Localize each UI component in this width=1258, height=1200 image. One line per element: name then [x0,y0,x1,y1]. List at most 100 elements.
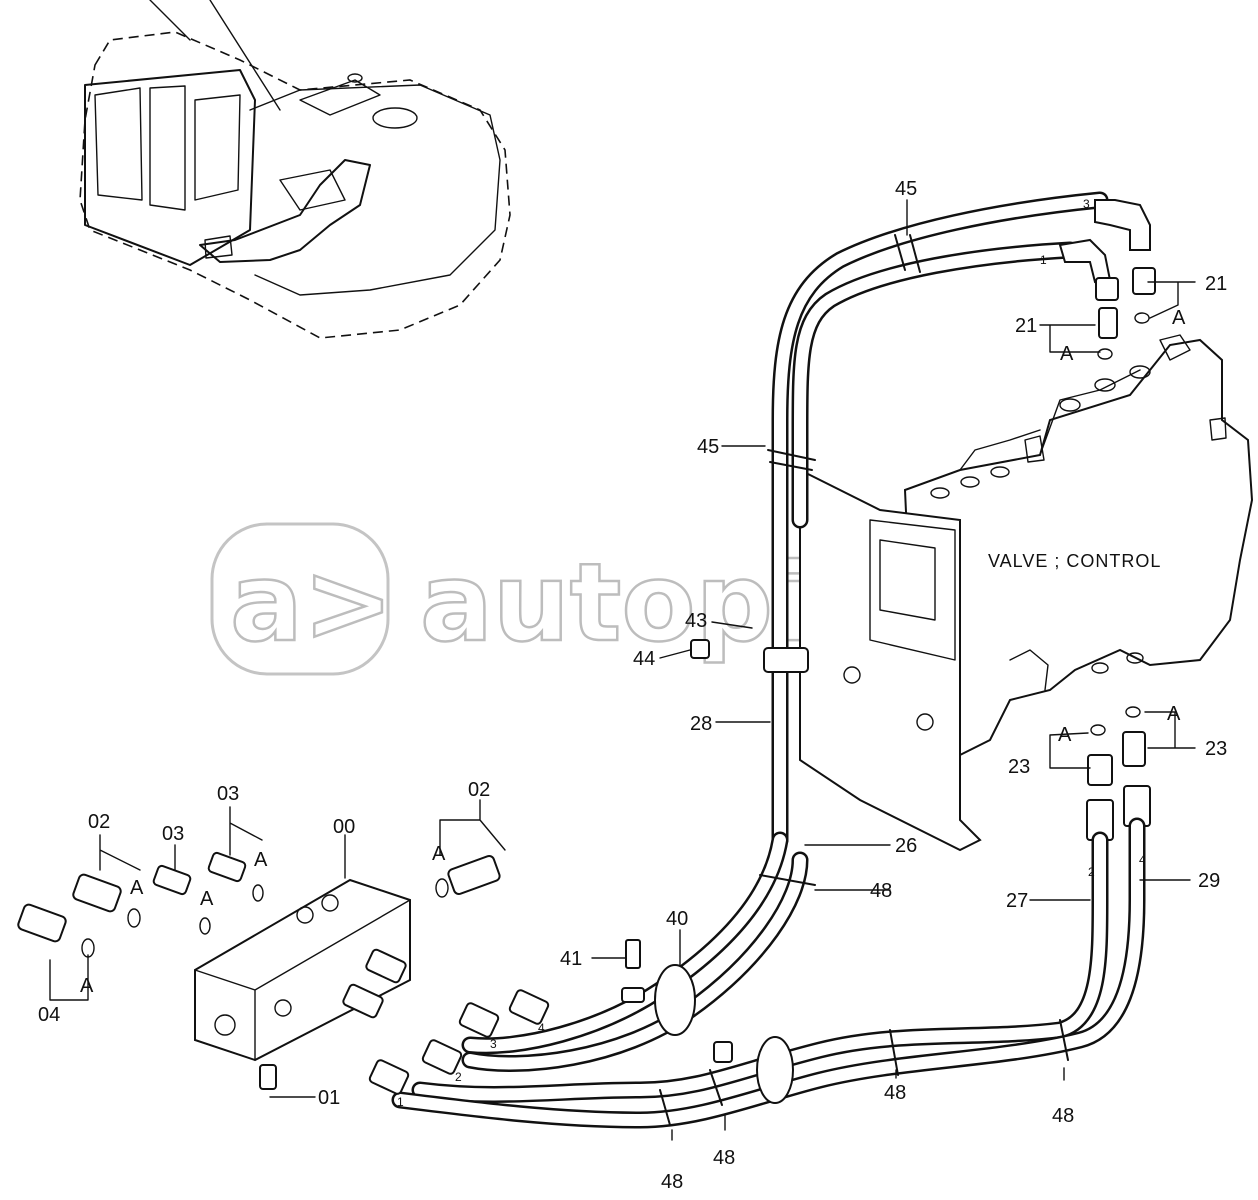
valve-fittings-right [1058,199,1156,841]
callout-45-top: 45 [895,178,917,200]
clamp-43 [763,647,809,673]
manifold-port-side [214,1014,236,1036]
bracket-hole-2 [916,713,934,731]
callout-23-right: 23 [1205,738,1227,760]
port-number-3: 3 [1083,197,1090,211]
cab-windows [94,85,241,211]
valve-port-bottom-left [1091,662,1109,674]
adapter-3 [342,983,384,1019]
leader-lines [49,199,1196,1141]
fitting-23-right [1122,731,1146,767]
tank-cap-panel [299,79,381,116]
adapter-4 [365,948,407,984]
callout-48-left: 48 [661,1171,683,1193]
seal-mark-21-left: A [1060,343,1074,365]
callouts: 00 01 02 02 03 03 04 21 21 23 23 26 27 2… [38,178,1227,1193]
bolt-01 [259,1064,277,1090]
callout-03-left: 03 [162,823,184,845]
valve-body [903,338,1254,757]
fitting-21-left [1098,307,1118,339]
switch-02-left [72,873,122,913]
oring-21-right [1134,312,1150,324]
port-number-4: 4 [1139,853,1146,867]
clamps-lower [621,639,1069,1126]
callout-48-center: 48 [713,1147,735,1169]
hose-tag-2: 2 [455,1070,462,1084]
clamp-cushion [756,1036,794,1104]
clamp-41-plate [621,987,645,1003]
hose-end-1 [368,1059,410,1095]
clamp-45-lower [767,449,816,471]
plug-03-left [152,864,192,896]
clamp-48-upper [759,874,816,886]
callout-04: 04 [38,1004,60,1026]
watermark-logo-frame [210,522,390,676]
valve-top-ridge [959,369,1141,471]
hose-tag-3: 3 [490,1037,497,1051]
oring-03-right [252,884,264,902]
excavator-overview [79,0,511,339]
manifold-fittings [17,851,550,1095]
switch-02-right [447,854,501,896]
oring-02-right [435,878,449,898]
elbow-1 [1058,238,1112,284]
seal-mark-21-right: A [1172,307,1186,329]
clamp-45-upper [894,234,921,273]
manifold-port-top-2 [321,894,339,912]
hose-end-3 [458,1002,500,1038]
seal-mark-04: A [80,975,94,997]
sensor-04 [17,903,67,943]
watermark-logo: a> [230,541,393,666]
valve-port-bottom-right [1126,652,1144,664]
manifold-edges [194,899,411,1061]
callout-45-mid: 45 [697,436,719,458]
callout-40: 40 [666,908,688,930]
mounting-bracket [799,468,982,852]
seal-mark-03-left: A [200,888,214,910]
callout-01: 01 [318,1087,340,1109]
filler-cap [347,73,363,83]
port-numbers: 1 2 3 4 1 2 3 4 [397,197,1146,1109]
manifold-port-front [274,999,292,1017]
oring-02-left [127,908,141,928]
callout-03-right: 03 [217,783,239,805]
bracket-hole-1 [843,666,861,684]
bolt-44 [690,639,710,659]
valve-fittings [1024,334,1227,463]
callout-48-upper: 48 [870,880,892,902]
seal-mark-02-left: A [130,877,144,899]
hose-end-4 [508,989,550,1025]
hose-end-2 [421,1039,463,1075]
cab-body [84,69,256,266]
clamp-48-bands [659,1019,1069,1126]
machine-outline [79,31,511,339]
elbow-3 [1094,199,1151,251]
bolt-41 [625,939,641,969]
callout-00: 00 [333,816,355,838]
seal-mark-02-right: A [432,843,446,865]
valve-lower-spool [1009,649,1049,691]
hose-tag-1: 1 [397,1095,404,1109]
valve-detail [204,169,346,259]
engine-cover [249,84,501,296]
seal-mark-03-right: A [254,849,268,871]
port-number-2: 2 [1088,865,1095,879]
seal-mark-23-left: A [1058,724,1072,746]
callout-44: 44 [633,648,655,670]
hatch-circle [372,107,418,129]
callout-23-left: 23 [1008,756,1030,778]
valve-ports-top [930,365,1151,499]
oring-21-left [1097,348,1113,360]
callout-02-right: 02 [468,779,490,801]
callout-48-mid: 48 [884,1082,906,1104]
manifold-port-top-1 [296,906,314,924]
fitting-23-left [1087,754,1113,786]
callout-02-left: 02 [88,811,110,833]
plug-03-right [207,851,247,883]
callout-48-right: 48 [1052,1105,1074,1127]
bracket-window [869,519,956,661]
fitting-21-right [1132,267,1156,295]
callout-26: 26 [895,835,917,857]
